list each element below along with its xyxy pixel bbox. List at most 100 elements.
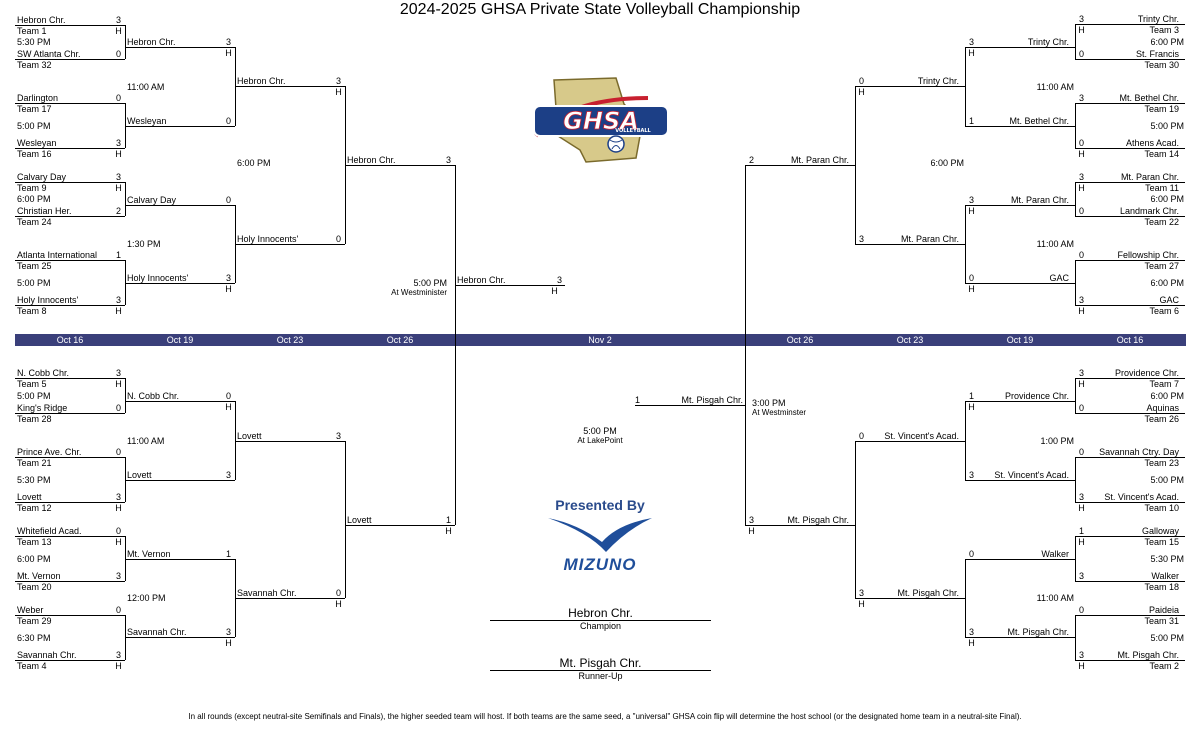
team-score: 3	[115, 295, 121, 305]
bracket-line	[125, 283, 235, 284]
team-name: Athens Acad.	[1125, 138, 1179, 148]
bracket-line	[125, 457, 126, 502]
bracket-line	[15, 216, 125, 217]
team-score: 0	[335, 234, 341, 244]
date-label: Oct 23	[276, 335, 304, 345]
team-name: Mt. Paran Chr.	[1120, 172, 1179, 182]
team-name: Wesleyan	[127, 116, 167, 126]
bracket-line	[15, 536, 125, 537]
team-name: Lovett	[17, 492, 42, 502]
bracket-line	[235, 244, 345, 245]
home-indicator: H	[1078, 379, 1085, 389]
team-score: 3	[968, 195, 974, 205]
team-score: 0	[335, 588, 341, 598]
team-name: Atlanta International	[17, 250, 98, 260]
bracket-line	[345, 441, 346, 598]
bracket-line	[125, 401, 235, 402]
team-score: 3	[1078, 571, 1084, 581]
bracket-line	[15, 59, 125, 60]
match-time: 5:00 PM	[583, 426, 617, 436]
bracket-line	[855, 441, 856, 598]
home-indicator: H	[968, 284, 975, 294]
bracket-line	[745, 165, 746, 525]
team-score: 0	[1078, 250, 1084, 260]
team-name: St. Vincent's Acad.	[1104, 492, 1179, 502]
home-indicator: H	[115, 149, 122, 159]
logo-subtext: VOLLEYBALL	[615, 128, 651, 134]
seed-label: Team 3	[1149, 25, 1179, 35]
team-name: Darlington	[17, 93, 59, 103]
bracket-line	[1075, 502, 1185, 503]
match-venue: At Westminster	[752, 408, 807, 417]
team-score: 0	[968, 273, 974, 283]
team-name: Mt. Paran Chr.	[1010, 195, 1069, 205]
team-score: 3	[335, 431, 341, 441]
bracket-line	[125, 559, 235, 560]
match-time: 6:00 PM	[17, 194, 51, 204]
bracket-line	[125, 47, 235, 48]
bracket-line	[745, 165, 855, 166]
team-name: Mt. Pisgah Chr.	[1117, 650, 1179, 660]
bracket-line	[965, 559, 966, 637]
seed-label: Team 13	[17, 537, 52, 547]
home-indicator: H	[335, 599, 342, 609]
seed-label: Team 15	[1144, 537, 1179, 547]
team-score: 3	[1078, 93, 1084, 103]
team-score: 0	[225, 391, 231, 401]
bracket-line	[15, 660, 125, 661]
match-time: 6:30 PM	[17, 633, 51, 643]
team-score: 1	[634, 395, 640, 405]
bracket-line	[965, 47, 1075, 48]
team-score: 0	[115, 49, 121, 59]
footnote: In all rounds (except neutral-site Semif…	[188, 712, 1022, 721]
bracket-line	[855, 86, 965, 87]
team-score: 0	[1078, 206, 1084, 216]
seed-label: Team 25	[17, 261, 52, 271]
seed-label: Team 22	[1144, 217, 1179, 227]
team-name: Mt. Vernon	[127, 549, 171, 559]
match-time: 3:00 PM	[752, 398, 786, 408]
bracket-line	[125, 260, 126, 305]
team-name: Whitefield Acad.	[17, 526, 82, 536]
team-name: Walker	[1151, 571, 1179, 581]
home-indicator: H	[115, 503, 122, 513]
match-time: 5:30 PM	[17, 37, 51, 47]
bracket-line	[965, 126, 1075, 127]
champion-box: Hebron Chr. Champion	[490, 607, 711, 631]
team-score: 2	[115, 206, 121, 216]
bracket-line	[455, 285, 565, 286]
match-time: 6:00 PM	[1150, 278, 1184, 288]
bracket-line	[125, 536, 126, 581]
bracket-line	[635, 405, 745, 406]
team-score: 1	[1078, 526, 1084, 536]
team-name: GAC	[1049, 273, 1069, 283]
bracket-line	[965, 401, 966, 480]
bracket-line	[1075, 148, 1185, 149]
team-score: 1	[445, 515, 451, 525]
date-band	[15, 334, 1186, 346]
team-score: 2	[748, 155, 754, 165]
home-indicator: H	[445, 526, 452, 536]
bracket-line	[235, 86, 345, 87]
home-indicator: H	[225, 638, 232, 648]
match-time: 11:00 AM	[1036, 82, 1074, 92]
team-score: 1	[968, 116, 974, 126]
home-indicator: H	[115, 379, 122, 389]
team-name: Holy Innocents'	[17, 295, 79, 305]
match-time: 5:00 PM	[17, 121, 51, 131]
bracket-line	[125, 126, 235, 127]
bracket-line	[855, 244, 965, 245]
team-score: 1	[115, 250, 121, 260]
team-name: Savannah Chr.	[237, 588, 297, 598]
bracket-line	[965, 205, 1075, 206]
seed-label: Team 24	[17, 217, 52, 227]
home-indicator: H	[115, 26, 122, 36]
team-name: Mt. Bethel Chr.	[1009, 116, 1069, 126]
date-label: Oct 16	[56, 335, 84, 345]
home-indicator: H	[748, 526, 755, 536]
team-name: SW Atlanta Chr.	[17, 49, 81, 59]
home-indicator: H	[968, 206, 975, 216]
team-score: 3	[1078, 172, 1084, 182]
home-indicator: H	[115, 306, 122, 316]
bracket-line	[1075, 59, 1185, 60]
